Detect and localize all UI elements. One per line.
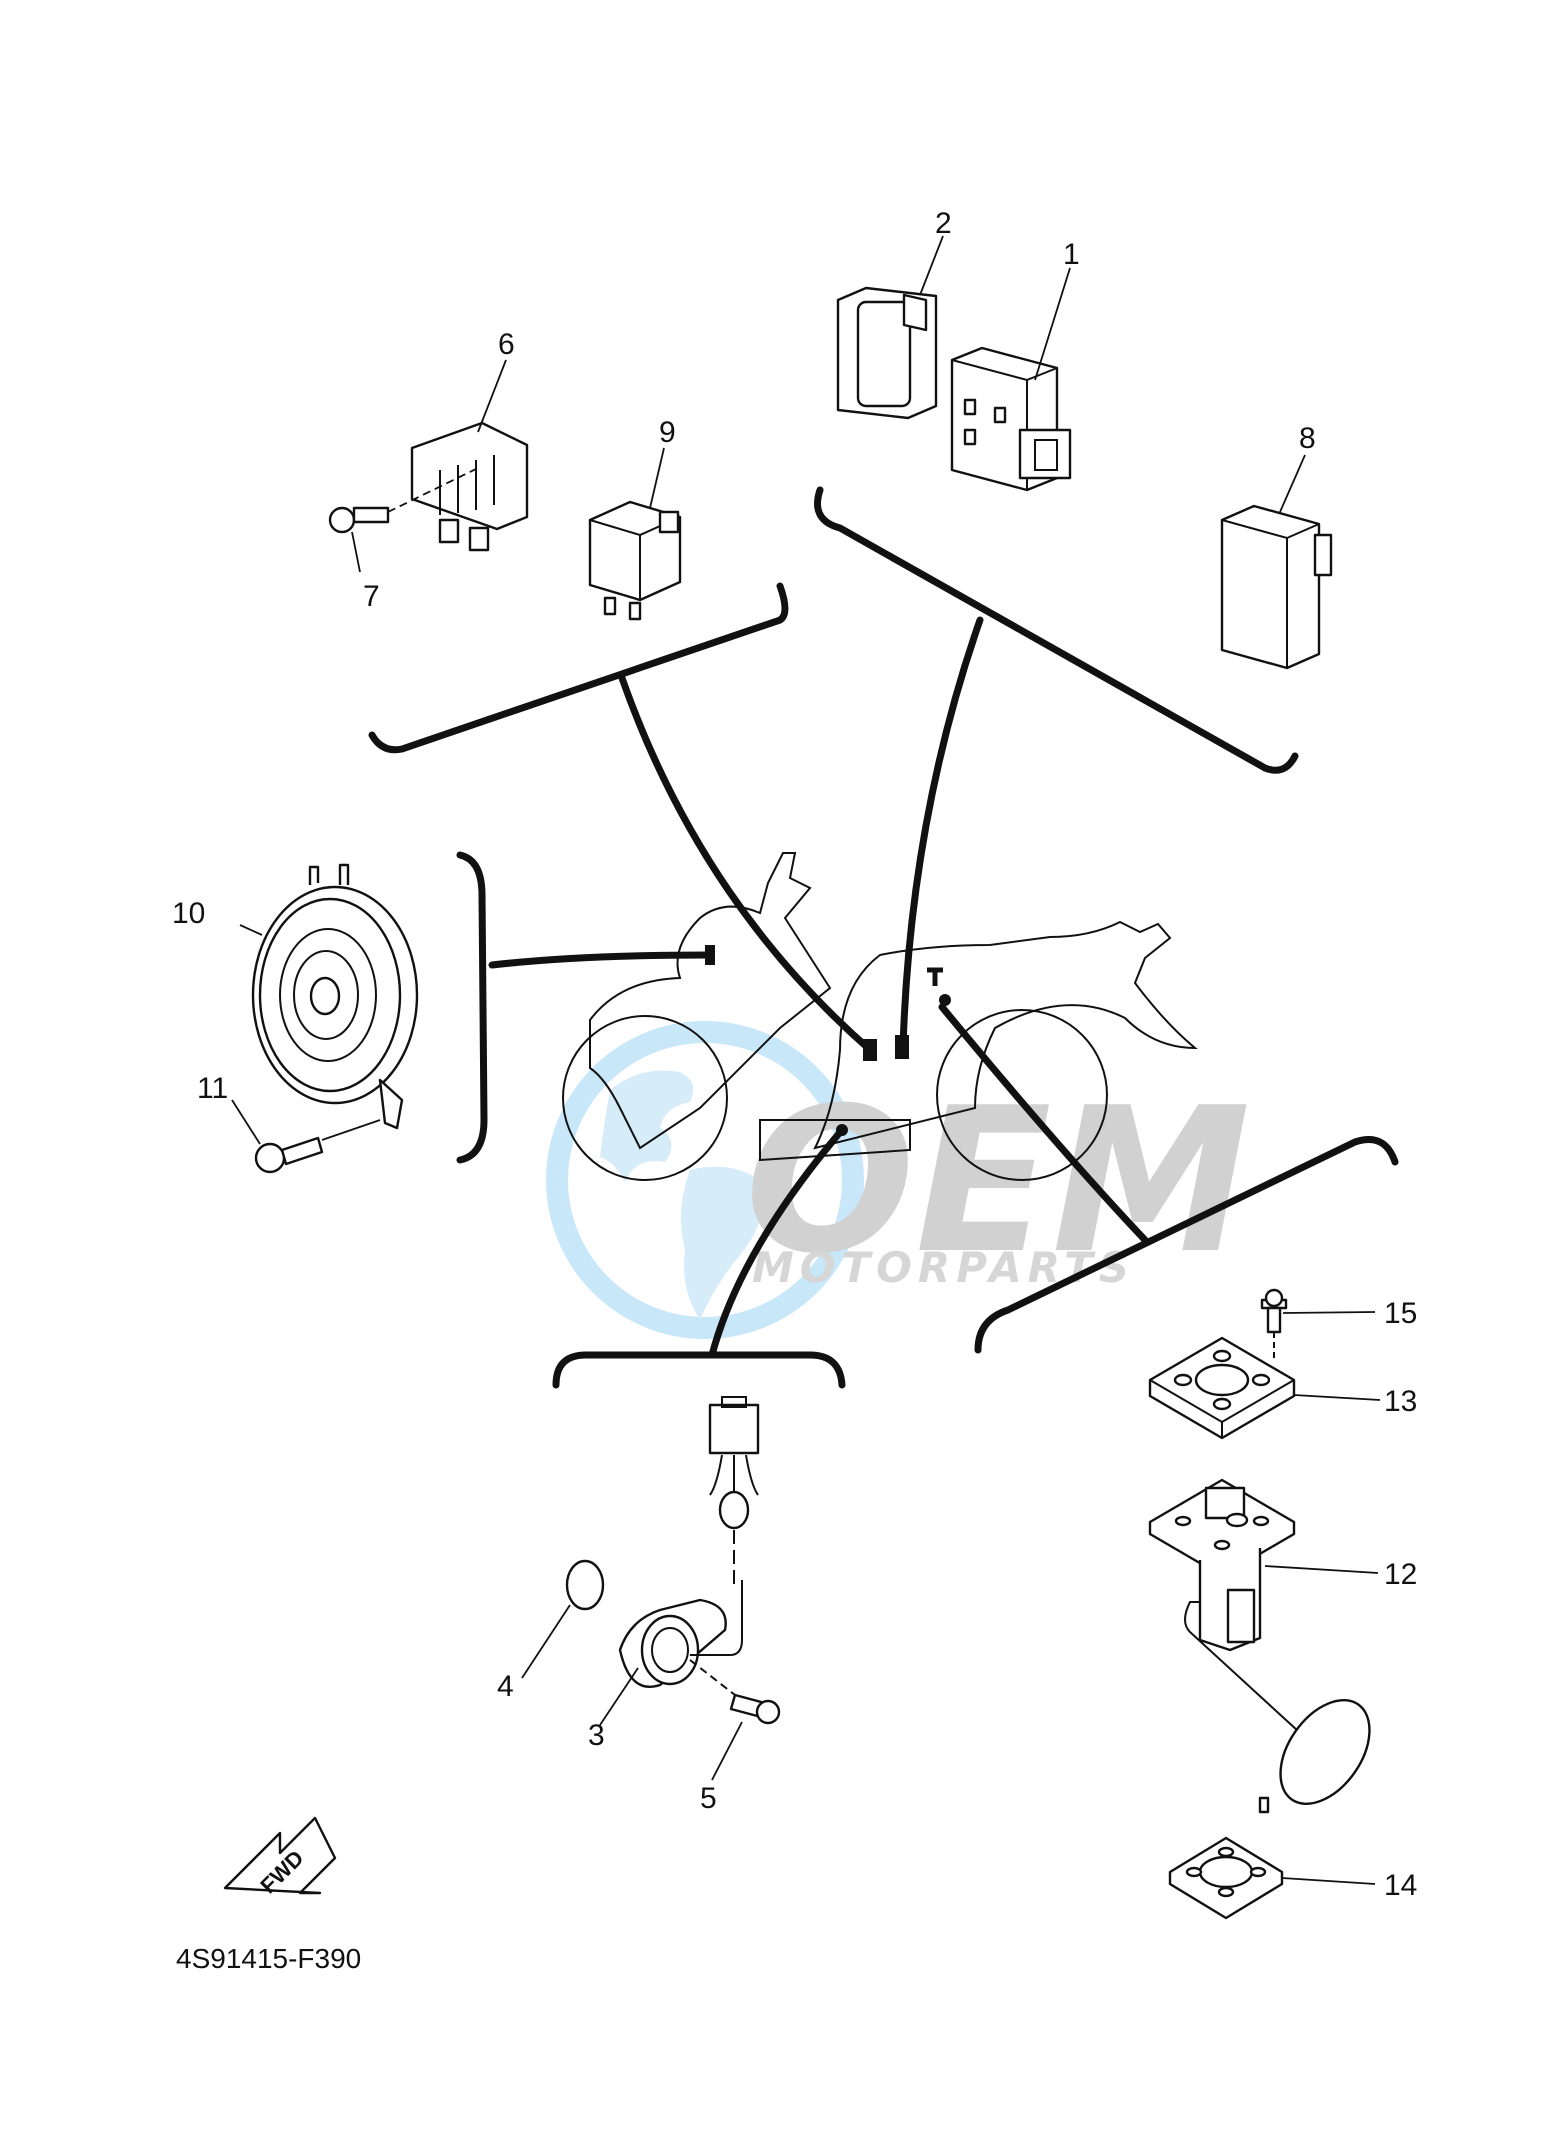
gasket (1168, 1836, 1284, 1920)
line-relay-group (899, 616, 984, 1052)
front-wheel (562, 1015, 728, 1181)
connector-marker-b (895, 1035, 909, 1059)
o-ring (565, 1559, 605, 1611)
connector-marker-d (927, 967, 943, 986)
callout-11: 11 (197, 1072, 228, 1105)
bracket-left (456, 851, 488, 1164)
flasher-relay (588, 500, 682, 621)
connector-marker-e (939, 994, 951, 1006)
callout-5: 5 (700, 1782, 717, 1815)
watermark: OEM MOTORPARTS (546, 1021, 1251, 1339)
watermark-continents-icon (600, 1070, 763, 1320)
line-horn (488, 951, 712, 969)
callout-3: 3 (588, 1719, 605, 1752)
callout-13: 13 (1384, 1385, 1417, 1418)
screw-5 (689, 1659, 781, 1725)
watermark-brand: OEM (745, 1065, 1251, 1298)
fwd-arrow-icon: FWD (223, 1816, 337, 1898)
bolt-7 (328, 467, 479, 534)
callout-15: 15 (1384, 1297, 1417, 1330)
callout-7: 7 (363, 580, 380, 613)
callout-12: 12 (1384, 1558, 1417, 1591)
line-regulator-group (618, 674, 872, 1052)
callout-6: 6 (498, 328, 515, 361)
line-speed-sensor (708, 1126, 846, 1359)
horn (251, 863, 419, 1130)
callout-1: 1 (1063, 238, 1080, 271)
callout-9: 9 (659, 416, 676, 449)
rear-wheel (936, 1009, 1108, 1181)
plate (1148, 1336, 1296, 1440)
connector-cover (836, 286, 938, 420)
callout-14: 14 (1384, 1869, 1417, 1902)
rectifier-regulator (410, 421, 529, 552)
front-fork-body (589, 852, 832, 1150)
callout-10: 10 (172, 897, 205, 930)
bracket-bottom-middle (552, 1351, 846, 1389)
diagram-code: 4S91415-F390 (176, 1943, 361, 1974)
brackets (368, 486, 1399, 1389)
bracket-bottom-right (974, 1136, 1399, 1354)
connector (950, 346, 1072, 492)
callout-2: 2 (935, 207, 952, 240)
connector-marker-c (705, 945, 715, 965)
frame-floor (759, 1119, 911, 1162)
line-fuel-sender (938, 1003, 1149, 1244)
bracket-top-left (368, 582, 789, 754)
watermark-tagline: MOTORPARTS (752, 1243, 1135, 1292)
bolt-15 (1260, 1288, 1288, 1360)
motorcycle-outline (562, 852, 1198, 1181)
bolt-11 (254, 1119, 381, 1174)
speed-sensor (618, 1396, 760, 1688)
callout-8: 8 (1299, 422, 1316, 455)
callout-labels: 1 2 3 4 5 6 7 8 9 10 11 12 13 14 15 (172, 207, 1417, 1902)
leader-lines (231, 235, 1381, 1885)
connector-marker-a (863, 1039, 877, 1061)
relay-unit (1220, 504, 1333, 670)
callout-4: 4 (497, 1670, 514, 1703)
rear-body (813, 920, 1198, 1150)
watermark-globe-icon (546, 1021, 864, 1339)
bracket-top-right (814, 486, 1299, 774)
fuel-sender-unit (1148, 1478, 1371, 1814)
connector-marker-f (836, 1124, 848, 1136)
